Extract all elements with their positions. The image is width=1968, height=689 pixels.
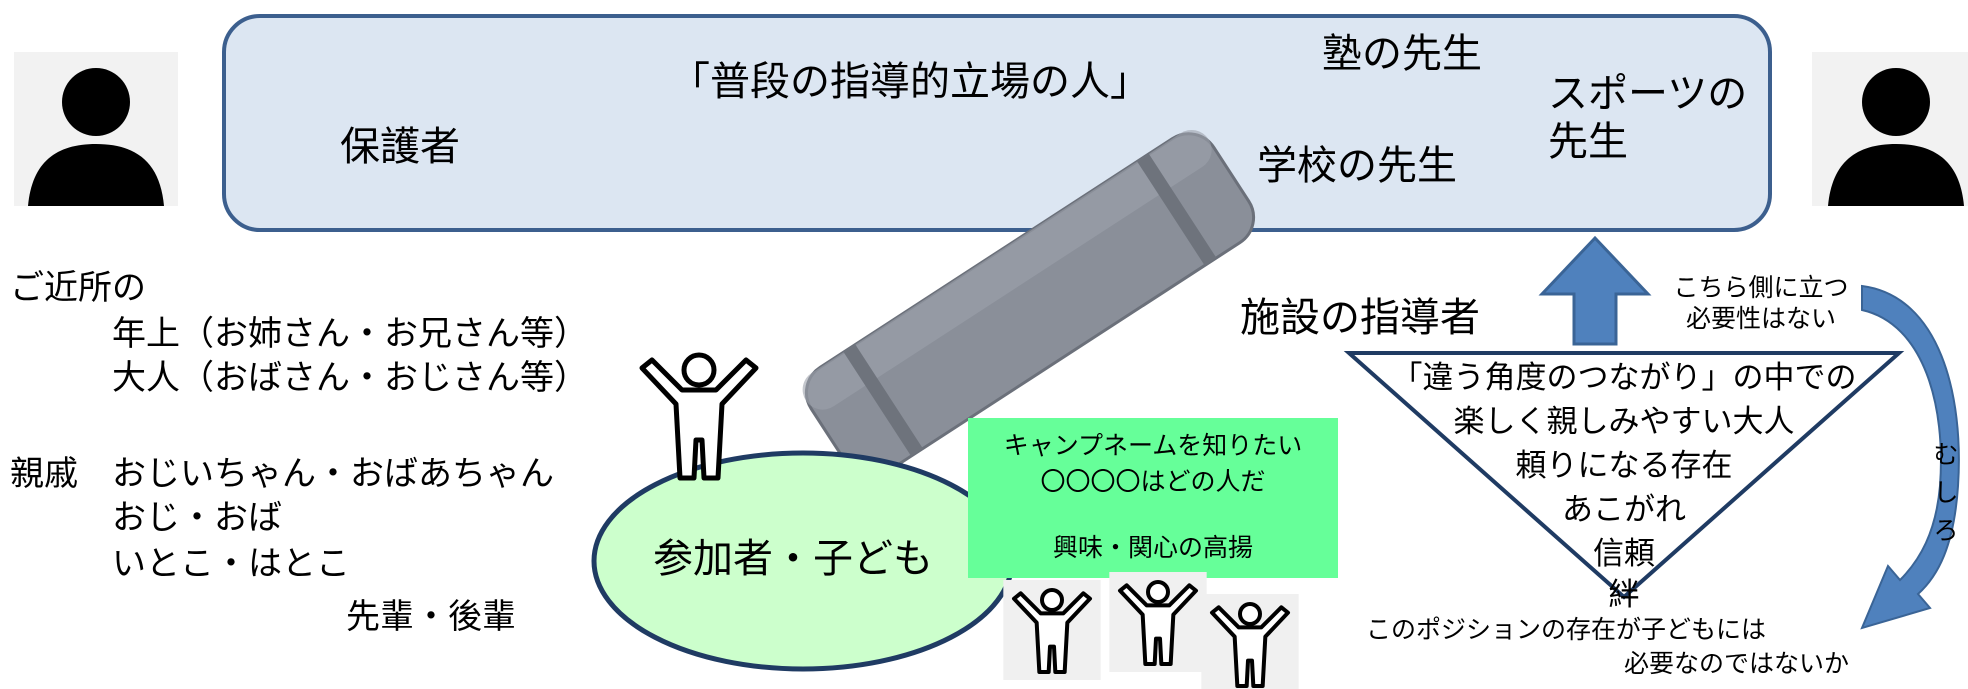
green-box-line2: 〇〇〇〇はどの人だ bbox=[1040, 467, 1266, 496]
inverted-triangle bbox=[1343, 351, 1905, 600]
rather-char-3: ろ bbox=[1933, 516, 1959, 545]
person-silhouette-icon bbox=[1812, 52, 1968, 206]
child-figure-icon bbox=[1109, 572, 1207, 672]
leader-box bbox=[222, 14, 1772, 232]
sports-teacher-line2: 先生 bbox=[1548, 119, 1628, 165]
sports-teacher-line1: スポーツの bbox=[1548, 71, 1748, 117]
triangle-line2: 楽しく親しみやすい大人 bbox=[1453, 404, 1795, 440]
triangle-line6: 絆 bbox=[1608, 577, 1640, 613]
child-figure-icon bbox=[639, 352, 759, 481]
relatives-line1: おじいちゃん・おばあちゃん bbox=[112, 454, 554, 494]
participant-label: 参加者・子ども bbox=[653, 536, 933, 582]
up-arrow-icon bbox=[1538, 235, 1652, 346]
relatives-line4: 先輩・後輩 bbox=[346, 597, 516, 637]
relatives-line2: おじ・おば bbox=[112, 498, 282, 538]
triangle-line1: 「違う角度のつながり」の中での bbox=[1391, 360, 1857, 396]
sports-teacher-label: スポーツの 先生 bbox=[1548, 70, 1747, 166]
leader-box-heading: 「普段の指導的立場の人」 bbox=[670, 59, 1150, 105]
triangle-text: 「違う角度のつながり」の中での 楽しく親しみやすい大人 頼りになる存在 あこがれ… bbox=[1346, 356, 1902, 614]
neighbors-title: ご近所の bbox=[10, 268, 146, 308]
rather-char-1: む bbox=[1933, 440, 1959, 469]
facility-leader-label: 施設の指導者 bbox=[1240, 295, 1480, 341]
rather-label: む し ろ bbox=[1930, 436, 1962, 550]
neighbors-line1: 年上（お姉さん・お兄さん等） bbox=[112, 314, 588, 354]
relatives-line3: いとこ・はとこ bbox=[112, 544, 350, 584]
arrow-note: こちら側に立つ 必要性はない bbox=[1656, 272, 1866, 335]
bottom-note-line1: このポジションの存在が子どもには bbox=[1366, 615, 1767, 644]
child-figure-icon bbox=[1201, 594, 1299, 689]
green-box-line3: 興味・関心の高揚 bbox=[1052, 533, 1253, 562]
school-teacher-label: 学校の先生 bbox=[1257, 143, 1457, 189]
cram-teacher-label: 塾の先生 bbox=[1322, 31, 1482, 77]
green-box bbox=[968, 418, 1338, 578]
bottom-note-line2: 必要なのではないか bbox=[1624, 649, 1850, 678]
arrow-note-line1: こちら側に立つ bbox=[1673, 273, 1849, 302]
triangle-line5: 信頼 bbox=[1593, 536, 1655, 572]
rather-char-2: し bbox=[1933, 478, 1959, 507]
person-silhouette-icon bbox=[14, 52, 178, 206]
seesaw-plank-icon bbox=[802, 129, 1256, 478]
arrow-note-line2: 必要性はない bbox=[1685, 304, 1836, 334]
green-box-line1: キャンプネームを知りたい bbox=[1003, 431, 1303, 460]
relatives-title: 親戚 bbox=[10, 454, 78, 494]
child-figure-icon bbox=[1003, 580, 1101, 680]
guardian-label: 保護者 bbox=[340, 124, 460, 170]
triangle-line3: 頼りになる存在 bbox=[1515, 448, 1733, 484]
neighbors-line2: 大人（おばさん・おじさん等） bbox=[112, 358, 588, 398]
triangle-line4: あこがれ bbox=[1562, 492, 1686, 528]
curved-arrow-icon bbox=[1860, 284, 1960, 630]
